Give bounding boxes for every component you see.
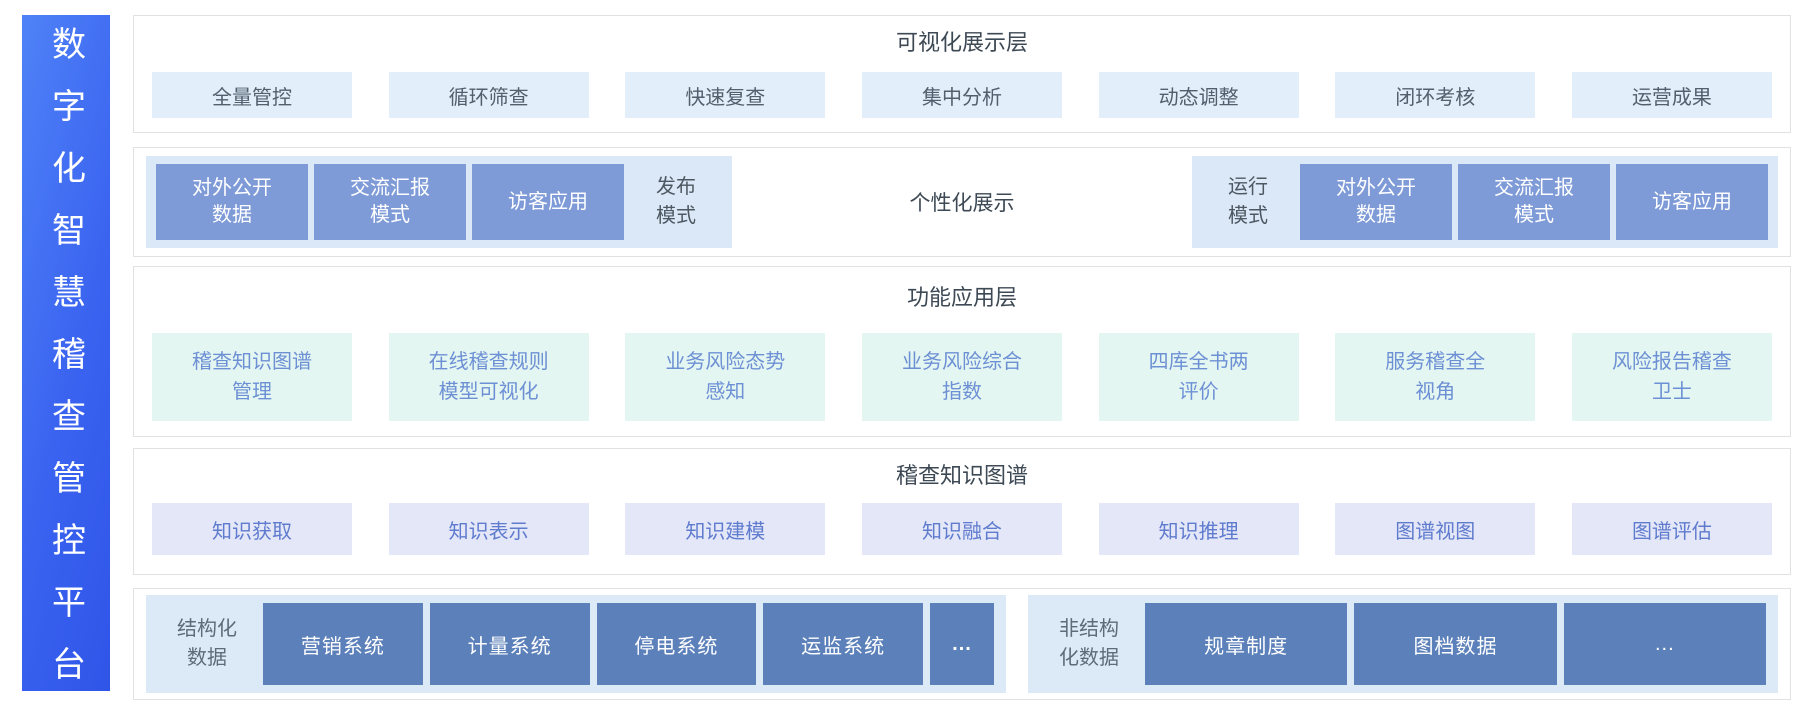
structured-data-group: 结构化 数据 营销系统 计量系统 停电系统 运监系统 ... — [146, 595, 1006, 693]
knowledge-graph-title: 稽查知识图谱 — [895, 463, 1028, 488]
layer-item: 全量管控 — [152, 72, 352, 118]
layer-item: 业务风险态势 感知 — [625, 333, 826, 421]
platform-title: 数字化智慧稽查管控平台 — [46, 26, 85, 708]
layer-item: 图谱视图 — [1335, 503, 1536, 555]
function-layer-panel: 功能应用层 稽查知识图谱 管理 在线稽查规则 模型可视化 业务风险态势 感知 业… — [133, 266, 1791, 437]
knowledge-graph-panel: 稽查知识图谱 知识获取 知识表示 知识建模 知识融合 知识推理 图谱视图 图谱评… — [133, 448, 1791, 575]
system-box: 图档数据 — [1354, 603, 1557, 685]
visualization-layer-panel: 可视化展示层 全量管控 循环筛查 快速复查 集中分析 动态调整 闭环考核 运营成… — [133, 15, 1791, 133]
layer-item: 知识融合 — [861, 503, 1062, 555]
unstructured-data-group: 非结构 化数据 规章制度 图档数据 ... — [1028, 595, 1778, 693]
runtime-mode-group: 运行 模式 对外公开 数据 交流汇报 模式 访客应用 — [1192, 156, 1778, 248]
layer-item: 服务稽查全 视角 — [1335, 333, 1536, 421]
function-layer-title: 功能应用层 — [906, 285, 1017, 310]
runtime-mode-label: 运行 模式 — [1228, 176, 1268, 227]
platform-title-bar: 数字化智慧稽查管控平台 — [22, 15, 110, 708]
personalized-display-label: 个性化展示 — [909, 192, 1015, 215]
structured-data-label: 结构化 数据 — [177, 618, 237, 669]
layer-item: 图谱评估 — [1571, 503, 1772, 555]
layer-item: 知识建模 — [625, 503, 826, 555]
data-source-panel: 结构化 数据 营销系统 计量系统 停电系统 运监系统 ... 非结构 化数据 规… — [133, 588, 1791, 700]
mode-box: 对外公开 数据 — [156, 164, 308, 240]
layer-item: 知识表示 — [388, 503, 589, 555]
layer-item: 知识获取 — [152, 503, 352, 555]
layer-item: 风险报告稽查 卫士 — [1571, 333, 1772, 421]
layer-item: 知识推理 — [1098, 503, 1299, 555]
system-box: 停电系统 — [596, 603, 757, 685]
mode-box: 访客应用 — [1616, 164, 1768, 240]
display-mode-panel: 对外公开 数据 交流汇报 模式 访客应用 发布 模式 个性化展示 运行 模式 对… — [133, 147, 1791, 257]
layer-item: 动态调整 — [1098, 72, 1299, 118]
mode-box: 交流汇报 模式 — [314, 164, 466, 240]
layer-item: 在线稽查规则 模型可视化 — [388, 333, 589, 421]
layer-item: 循环筛查 — [388, 72, 589, 118]
visualization-items-row: 全量管控 循环筛查 快速复查 集中分析 动态调整 闭环考核 运营成果 — [134, 56, 1790, 118]
function-items-row: 稽查知识图谱 管理 在线稽查规则 模型可视化 业务风险态势 感知 业务风险综合 … — [134, 311, 1790, 421]
system-box: 计量系统 — [429, 603, 590, 685]
knowledge-graph-items-row: 知识获取 知识表示 知识建模 知识融合 知识推理 图谱视图 图谱评估 — [134, 489, 1790, 555]
layer-item: 集中分析 — [861, 72, 1062, 118]
system-box: 营销系统 — [263, 603, 423, 685]
more-systems-box: ... — [930, 603, 994, 685]
mode-box: 交流汇报 模式 — [1458, 164, 1610, 240]
more-systems-box: ... — [1563, 603, 1766, 685]
layer-item: 快速复查 — [625, 72, 826, 118]
visualization-layer-title: 可视化展示层 — [895, 30, 1028, 55]
system-box: 运监系统 — [763, 603, 923, 685]
layer-item: 闭环考核 — [1335, 72, 1536, 118]
publish-mode-group: 对外公开 数据 交流汇报 模式 访客应用 发布 模式 — [146, 156, 732, 248]
unstructured-data-label: 非结构 化数据 — [1059, 618, 1119, 669]
mode-box: 对外公开 数据 — [1300, 164, 1452, 240]
mode-box: 访客应用 — [472, 164, 624, 240]
publish-mode-label: 发布 模式 — [656, 176, 696, 227]
layer-item: 业务风险综合 指数 — [861, 333, 1062, 421]
layer-item: 运营成果 — [1571, 72, 1772, 118]
layer-item: 稽查知识图谱 管理 — [152, 333, 352, 421]
system-box: 规章制度 — [1145, 603, 1348, 685]
layer-item: 四库全书两 评价 — [1098, 333, 1299, 421]
